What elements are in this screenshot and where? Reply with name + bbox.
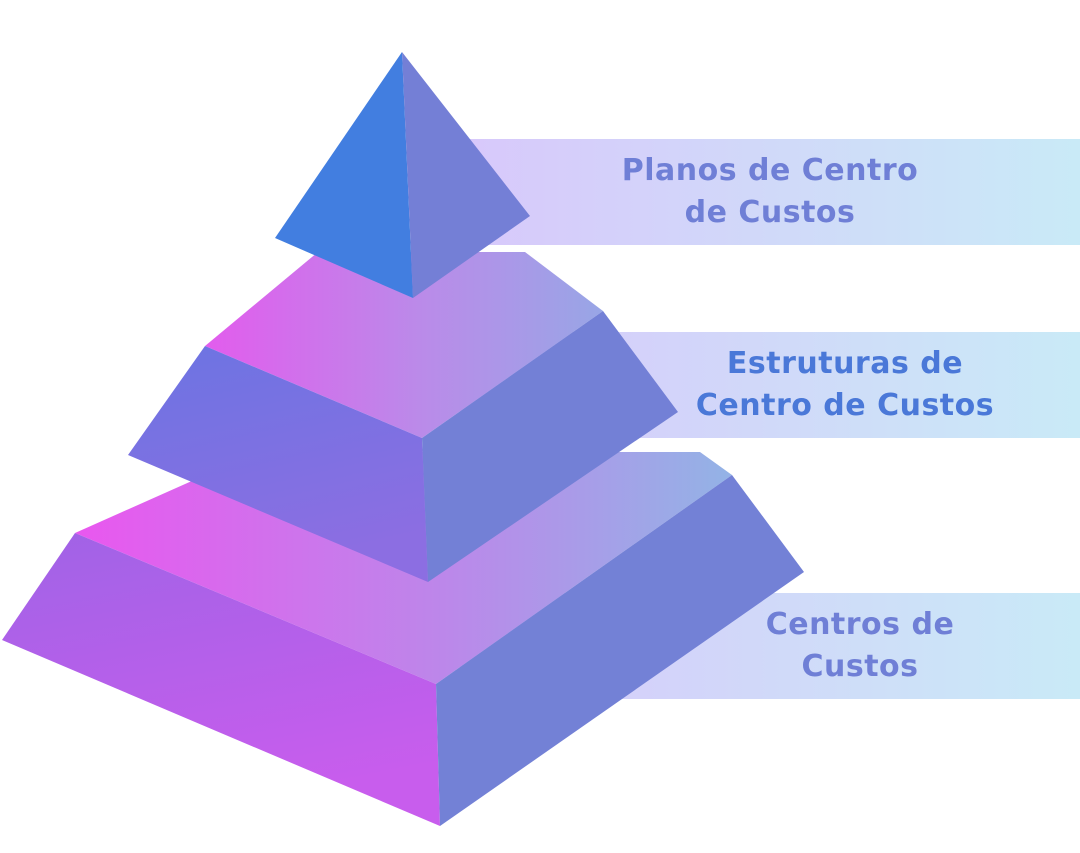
label-top-line-2: de Custos (684, 195, 856, 230)
label-planos-de-centro-de-custos: Planos de Centro de Custos (560, 150, 980, 234)
tier-top-right-face (402, 52, 530, 298)
tier-middle-front-face (128, 346, 428, 582)
label-middle-line-1: Estruturas de (726, 346, 964, 381)
label-top-line-1: Planos de Centro (621, 153, 919, 188)
label-band-top (460, 139, 1080, 245)
label-centros-de-custos: Centros de Custos (660, 604, 1060, 688)
tier-bottom-front-face (2, 533, 440, 826)
label-bottom-line-2: Custos (801, 649, 919, 684)
label-middle-line-2: Centro de Custos (695, 388, 995, 423)
pyramid-tier-top (275, 52, 530, 298)
tier-middle-side-face (422, 311, 678, 582)
pyramid-tier-middle (128, 252, 678, 582)
label-bottom-line-1: Centros de (765, 607, 955, 642)
tier-bottom-side-face (436, 475, 804, 826)
tier-top-left-face (275, 52, 413, 298)
label-estruturas-de-centro-de-custos: Estruturas de Centro de Custos (640, 343, 1050, 427)
tier-middle-top-face (205, 252, 603, 438)
